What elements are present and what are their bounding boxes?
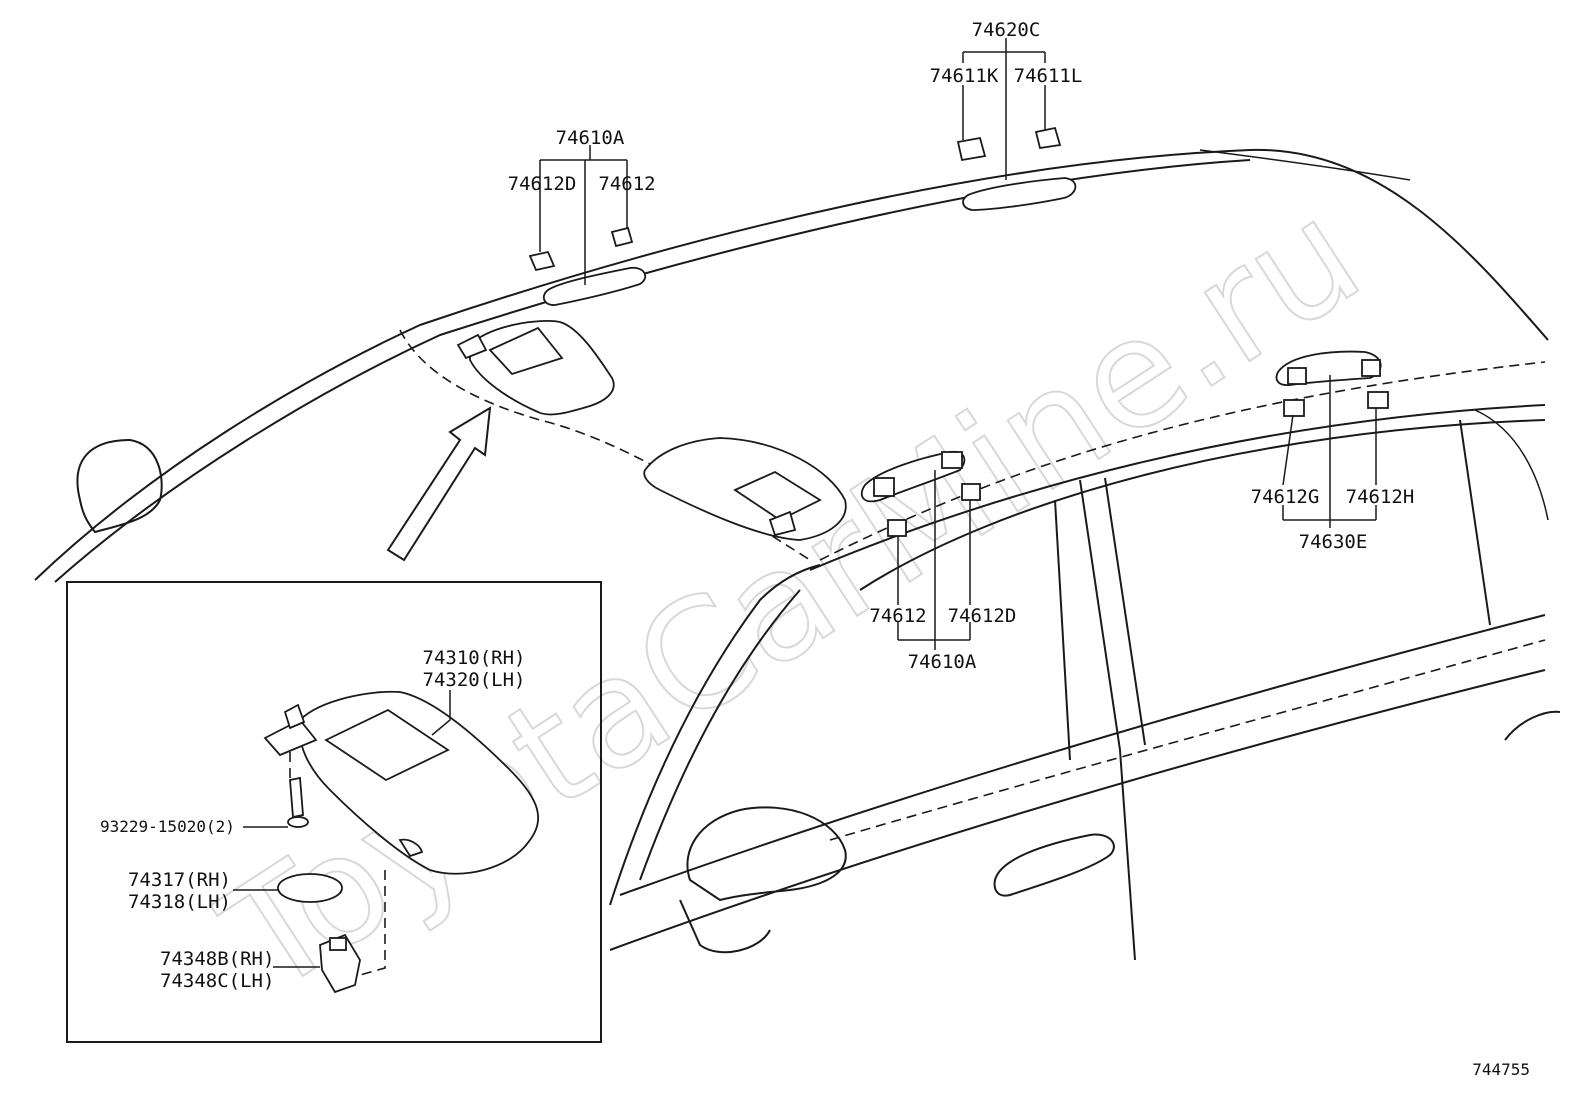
- side-mirror-base: [679, 899, 771, 954]
- label-74612H: 74612H: [1346, 486, 1415, 508]
- inset-leaders: [233, 690, 451, 976]
- assist-grip-rear: [1275, 350, 1389, 417]
- rear-door-window: [1459, 419, 1491, 626]
- seat-headrest: [76, 438, 163, 534]
- c-pillar-line: [1474, 409, 1549, 521]
- a-pillar-outer: [609, 564, 821, 906]
- label-74611L: 74611L: [1014, 65, 1083, 87]
- a-pillar-inner: [639, 589, 801, 881]
- sun-visor-right-installed: [643, 437, 847, 541]
- b-pillar-rear: [1104, 477, 1146, 746]
- label-74320-lh: 74320(LH): [423, 669, 526, 691]
- label-74348B-rh: 74348B(RH): [160, 948, 274, 970]
- label-74612D-right: 74612D: [948, 605, 1017, 627]
- detail-inset-box: [66, 581, 602, 1043]
- side-mirror: [686, 806, 847, 902]
- label-74612D-front: 74612D: [508, 173, 577, 195]
- rear-glass-line: [1199, 149, 1411, 181]
- assist-grip-front-left: [528, 226, 647, 306]
- label-74610A-front: 74610A: [556, 127, 625, 149]
- watermark: ToyotaCarMine.ru: [194, 166, 1391, 1028]
- car-body: [34, 148, 1561, 961]
- assist-grip-top: [956, 126, 1077, 211]
- label-74317-rh: 74317(RH): [128, 869, 231, 891]
- part-labels: 74610A 74612D 74612 74620C 74611K 74611L…: [100, 19, 1530, 1079]
- visor-cover: [277, 873, 343, 903]
- visor-screw: [287, 776, 309, 828]
- label-74610A-right: 74610A: [908, 651, 977, 673]
- assist-grip-right: [860, 450, 981, 537]
- label-74611K: 74611K: [930, 65, 999, 87]
- watermark-text: ToyotaCarMine.ru: [195, 167, 1390, 1027]
- belt-line-lower: [609, 669, 1546, 951]
- label-74310-rh: 74310(RH): [423, 647, 526, 669]
- visor-holder: [319, 933, 361, 994]
- door-top-line: [859, 419, 1546, 591]
- roof-outer-line: [34, 148, 1549, 581]
- belt-line-upper: [619, 614, 1546, 896]
- b-pillar-front: [1079, 479, 1136, 961]
- rear-door-handle: [1504, 710, 1561, 741]
- sun-visor-left-installed: [456, 320, 615, 416]
- b-pillar-inner: [1054, 499, 1071, 761]
- belt-line-dashed: [829, 639, 1546, 841]
- detail-arrow: [386, 406, 492, 562]
- label-74612-right: 74612: [869, 605, 926, 627]
- label-74620C: 74620C: [972, 19, 1041, 41]
- label-74318-lh: 74318(LH): [128, 891, 231, 913]
- label-74612-front: 74612: [598, 173, 655, 195]
- sun-visor-detail: [263, 690, 539, 875]
- door-handle: [993, 833, 1115, 897]
- label-74630E: 74630E: [1299, 531, 1368, 553]
- label-74348C-lh: 74348C(LH): [160, 970, 274, 992]
- label-74612G: 74612G: [1251, 486, 1320, 508]
- diagram-reference-number: 744755: [1472, 1060, 1530, 1079]
- label-93229-15020: 93229-15020(2): [100, 817, 235, 836]
- leader-lines: [539, 38, 1377, 650]
